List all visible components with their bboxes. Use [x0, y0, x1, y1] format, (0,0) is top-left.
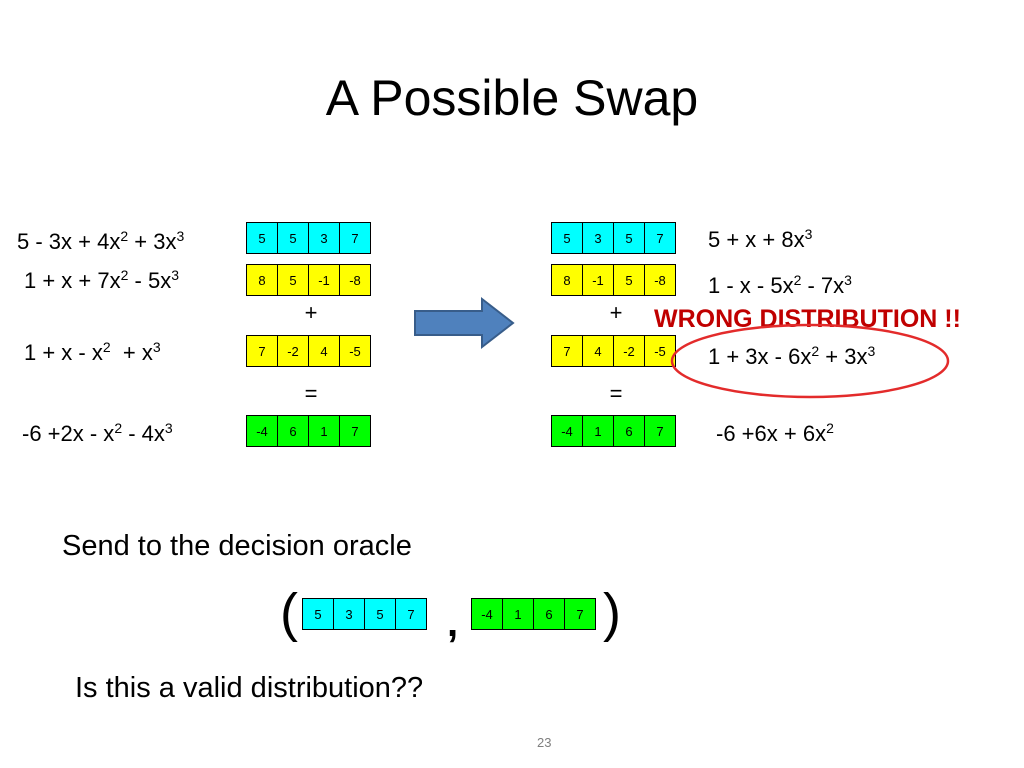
left-poly-4: -6 +2x - x2 - 4x3: [22, 420, 173, 446]
cell: 5: [302, 598, 334, 630]
cell: 7: [644, 415, 676, 447]
valid-distribution-question: Is this a valid distribution??: [75, 672, 424, 704]
open-paren: (: [280, 583, 298, 643]
right-row-2: 8 -1 5 -8: [551, 264, 676, 296]
cell: 5: [613, 222, 645, 254]
cell: 1: [502, 598, 534, 630]
cell: 4: [582, 335, 614, 367]
cell: 4: [308, 335, 340, 367]
cell: 5: [246, 222, 278, 254]
left-equals: =: [304, 381, 318, 406]
cell: 7: [564, 598, 596, 630]
highlight-ellipse: [670, 323, 950, 399]
right-poly-3: 1 + 3x - 6x2 + 3x3: [708, 343, 876, 369]
wrong-distribution-warning: WRONG DISTRIBUTION !!: [654, 305, 961, 333]
cell: 1: [308, 415, 340, 447]
cell: -8: [644, 264, 676, 296]
left-row-1: 5 5 3 7: [246, 222, 371, 254]
right-arrow-icon: [414, 296, 515, 350]
slide-title: A Possible Swap: [325, 70, 699, 126]
cell: 7: [339, 222, 371, 254]
cell: 5: [551, 222, 583, 254]
cell: 6: [277, 415, 309, 447]
left-plus: +: [304, 300, 318, 325]
left-poly-1: 5 - 3x + 4x2 + 3x3: [17, 228, 185, 254]
cell: 8: [551, 264, 583, 296]
cell: 5: [277, 222, 309, 254]
cell: -2: [613, 335, 645, 367]
right-poly-1: 5 + x + 8x3: [708, 226, 813, 252]
cell: 5: [364, 598, 396, 630]
right-plus: +: [609, 300, 623, 325]
cell: 3: [308, 222, 340, 254]
page-number: 23: [537, 735, 552, 750]
cell: 5: [613, 264, 645, 296]
right-row-4: -4 1 6 7: [551, 415, 676, 447]
right-poly-2: 1 - x - 5x2 - 7x3: [708, 272, 852, 298]
right-equals: =: [609, 381, 623, 406]
tuple-second-row: -4 1 6 7: [471, 598, 596, 630]
cell: 6: [613, 415, 645, 447]
right-row-3: 7 4 -2 -5: [551, 335, 676, 367]
cell: 5: [277, 264, 309, 296]
cell: 7: [395, 598, 427, 630]
send-to-oracle-text: Send to the decision oracle: [62, 530, 412, 562]
left-row-2: 8 5 -1 -8: [246, 264, 371, 296]
right-row-1: 5 3 5 7: [551, 222, 676, 254]
cell: 7: [246, 335, 278, 367]
cell: -2: [277, 335, 309, 367]
cell: -4: [471, 598, 503, 630]
cell: -4: [246, 415, 278, 447]
left-row-4: -4 6 1 7: [246, 415, 371, 447]
cell: 7: [644, 222, 676, 254]
cell: -5: [339, 335, 371, 367]
left-poly-3: 1 + x - x2 + x3: [24, 339, 161, 365]
right-poly-4: -6 +6x + 6x2: [716, 420, 834, 446]
cell: -1: [308, 264, 340, 296]
cell: 7: [551, 335, 583, 367]
left-row-3: 7 -2 4 -5: [246, 335, 371, 367]
cell: 7: [339, 415, 371, 447]
tuple-comma: ,: [447, 601, 459, 645]
left-poly-2: 1 + x + 7x2 - 5x3: [24, 267, 180, 293]
close-paren: ): [603, 583, 621, 643]
tuple-first-row: 5 3 5 7: [302, 598, 427, 630]
cell: 3: [333, 598, 365, 630]
cell: 1: [582, 415, 614, 447]
cell: -5: [644, 335, 676, 367]
cell: -1: [582, 264, 614, 296]
cell: -8: [339, 264, 371, 296]
cell: -4: [551, 415, 583, 447]
cell: 6: [533, 598, 565, 630]
cell: 8: [246, 264, 278, 296]
cell: 3: [582, 222, 614, 254]
